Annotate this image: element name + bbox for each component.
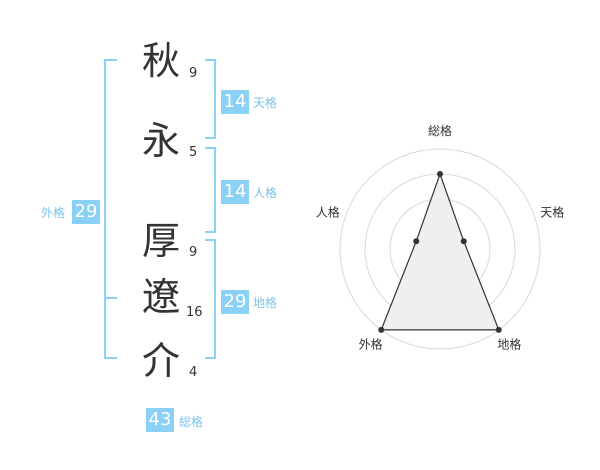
- jinkaku-value: 14: [221, 180, 249, 204]
- soukaku-value: 43: [146, 408, 174, 432]
- tenkaku-value: 14: [221, 90, 249, 114]
- radar-score-polygon: [380, 172, 500, 331]
- radar-points: [378, 171, 502, 333]
- radar-point-2: [460, 238, 467, 245]
- radar-point-3: [495, 326, 502, 333]
- radar-point-4: [378, 326, 385, 333]
- name-char-5: 介: [141, 339, 180, 383]
- radar-axis-label-2: 天格: [540, 205, 564, 220]
- jinkaku-label: 人格: [253, 186, 278, 200]
- name-char-2: 永: [141, 119, 180, 163]
- name-char-3: 厚: [141, 219, 180, 263]
- stroke-count-4: 16: [186, 305, 203, 320]
- radar-axis-label-3: 地格: [497, 337, 521, 352]
- stroke-count-5: 4: [189, 365, 198, 380]
- radar-axis-label-5: 人格: [316, 205, 340, 220]
- name-char-4: 遼: [141, 275, 180, 319]
- radar-point-5: [413, 238, 420, 245]
- radar-point-1: [437, 171, 443, 177]
- gaikaku-value: 29: [72, 200, 100, 224]
- tenkaku-bracket: [205, 59, 216, 139]
- gaikaku-label: 外格: [41, 206, 66, 220]
- stroke-count-1: 9: [189, 66, 198, 81]
- soukaku-label: 総格: [179, 415, 204, 429]
- chikaku-value: 29: [221, 290, 249, 314]
- chikaku-label: 地格: [253, 296, 278, 310]
- radar-axis-label-4: 外格: [359, 337, 383, 352]
- jinkaku-bracket: [205, 147, 216, 233]
- stroke-count-2: 5: [189, 145, 198, 160]
- tenkaku-label: 天格: [253, 96, 278, 110]
- radar-ring-4: [339, 148, 541, 350]
- gaikaku-bracket: [104, 59, 117, 359]
- chikaku-bracket: [205, 239, 216, 359]
- stroke-count-3: 9: [189, 245, 198, 260]
- name-char-1: 秋: [141, 39, 180, 83]
- radar-axis-label-1: 総格: [428, 123, 452, 138]
